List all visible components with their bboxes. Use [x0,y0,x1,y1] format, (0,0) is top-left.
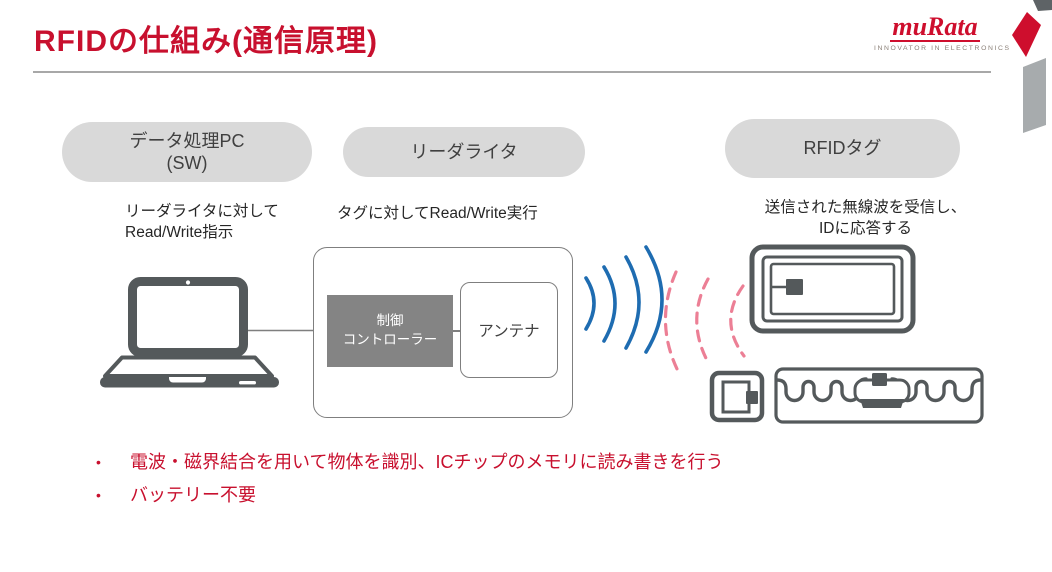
page-title: RFIDの仕組み(通信原理) [34,25,378,58]
rfid-square-tag-icon [709,370,765,423]
laptop-icon [100,277,279,388]
note-rfid-tag-line2: IDに応答する [818,219,912,237]
note-data-pc: リーダライタに対して Read/Write指示 [125,202,279,244]
stage-pill-rfid-tag: RFIDタグ [725,119,960,178]
title-divider [33,71,991,73]
note-data-pc-line1: リーダライタに対して [125,203,279,220]
antenna-label: アンテナ [478,323,540,340]
stage-pill-rfid-tag-label: RFIDタグ [803,138,882,159]
stage-pill-reader-writer-label: リーダライタ [410,141,518,162]
stage-pill-reader-writer: リーダライタ [343,127,585,177]
stage-pill-data-pc: データ処理PC (SW) [62,122,312,182]
murata-logo: muRata INNOVATOR IN ELECTRONICS [874,12,1011,53]
controller-box: 制御 コントローラー [327,295,453,367]
bullet-list: • 電波・磁界結合を用いて物体を識別、ICチップのメモリに読み書きを行う • バ… [96,450,723,517]
rfid-coil-tag-icon [749,244,916,334]
bullet-text-1: 電波・磁界結合を用いて物体を識別、ICチップのメモリに読み書きを行う [130,452,724,472]
controller-label-line2: コントローラー [342,332,438,347]
note-rfid-tag: 送信された無線波を受信し、 IDに応答する [748,198,983,240]
bullet-dot-icon: • [96,487,101,504]
stage-pill-data-pc-line1: データ処理PC [129,130,245,151]
controller-label-line1: 制御 [376,313,404,329]
note-reader-writer: タグに対してRead/Write実行 [337,205,538,222]
murata-tagline: INNOVATOR IN ELECTRONICS [874,45,1011,53]
bullet-item-2: • バッテリー不要 [96,483,723,507]
murata-wordmark: muRata [890,12,980,43]
murata-corner-mark-icon [1012,0,1052,133]
bullet-text-2: バッテリー不要 [130,485,256,506]
rfid-uhf-tag-icon [774,367,984,424]
stage-pill-data-pc-line2: (SW) [166,153,208,173]
bullet-item-1: • 電波・磁界結合を用いて物体を識別、ICチップのメモリに読み書きを行う [96,450,723,474]
radio-waves-blue-icon [584,245,664,354]
note-rfid-tag-line1: 送信された無線波を受信し、 [764,199,967,216]
controller-antenna-connector [453,330,461,332]
antenna-box: アンテナ [460,282,558,378]
bullet-dot-icon: • [96,454,101,470]
note-data-pc-line2: Read/Write指示 [125,223,234,241]
radio-waves-pink-icon [663,270,746,373]
